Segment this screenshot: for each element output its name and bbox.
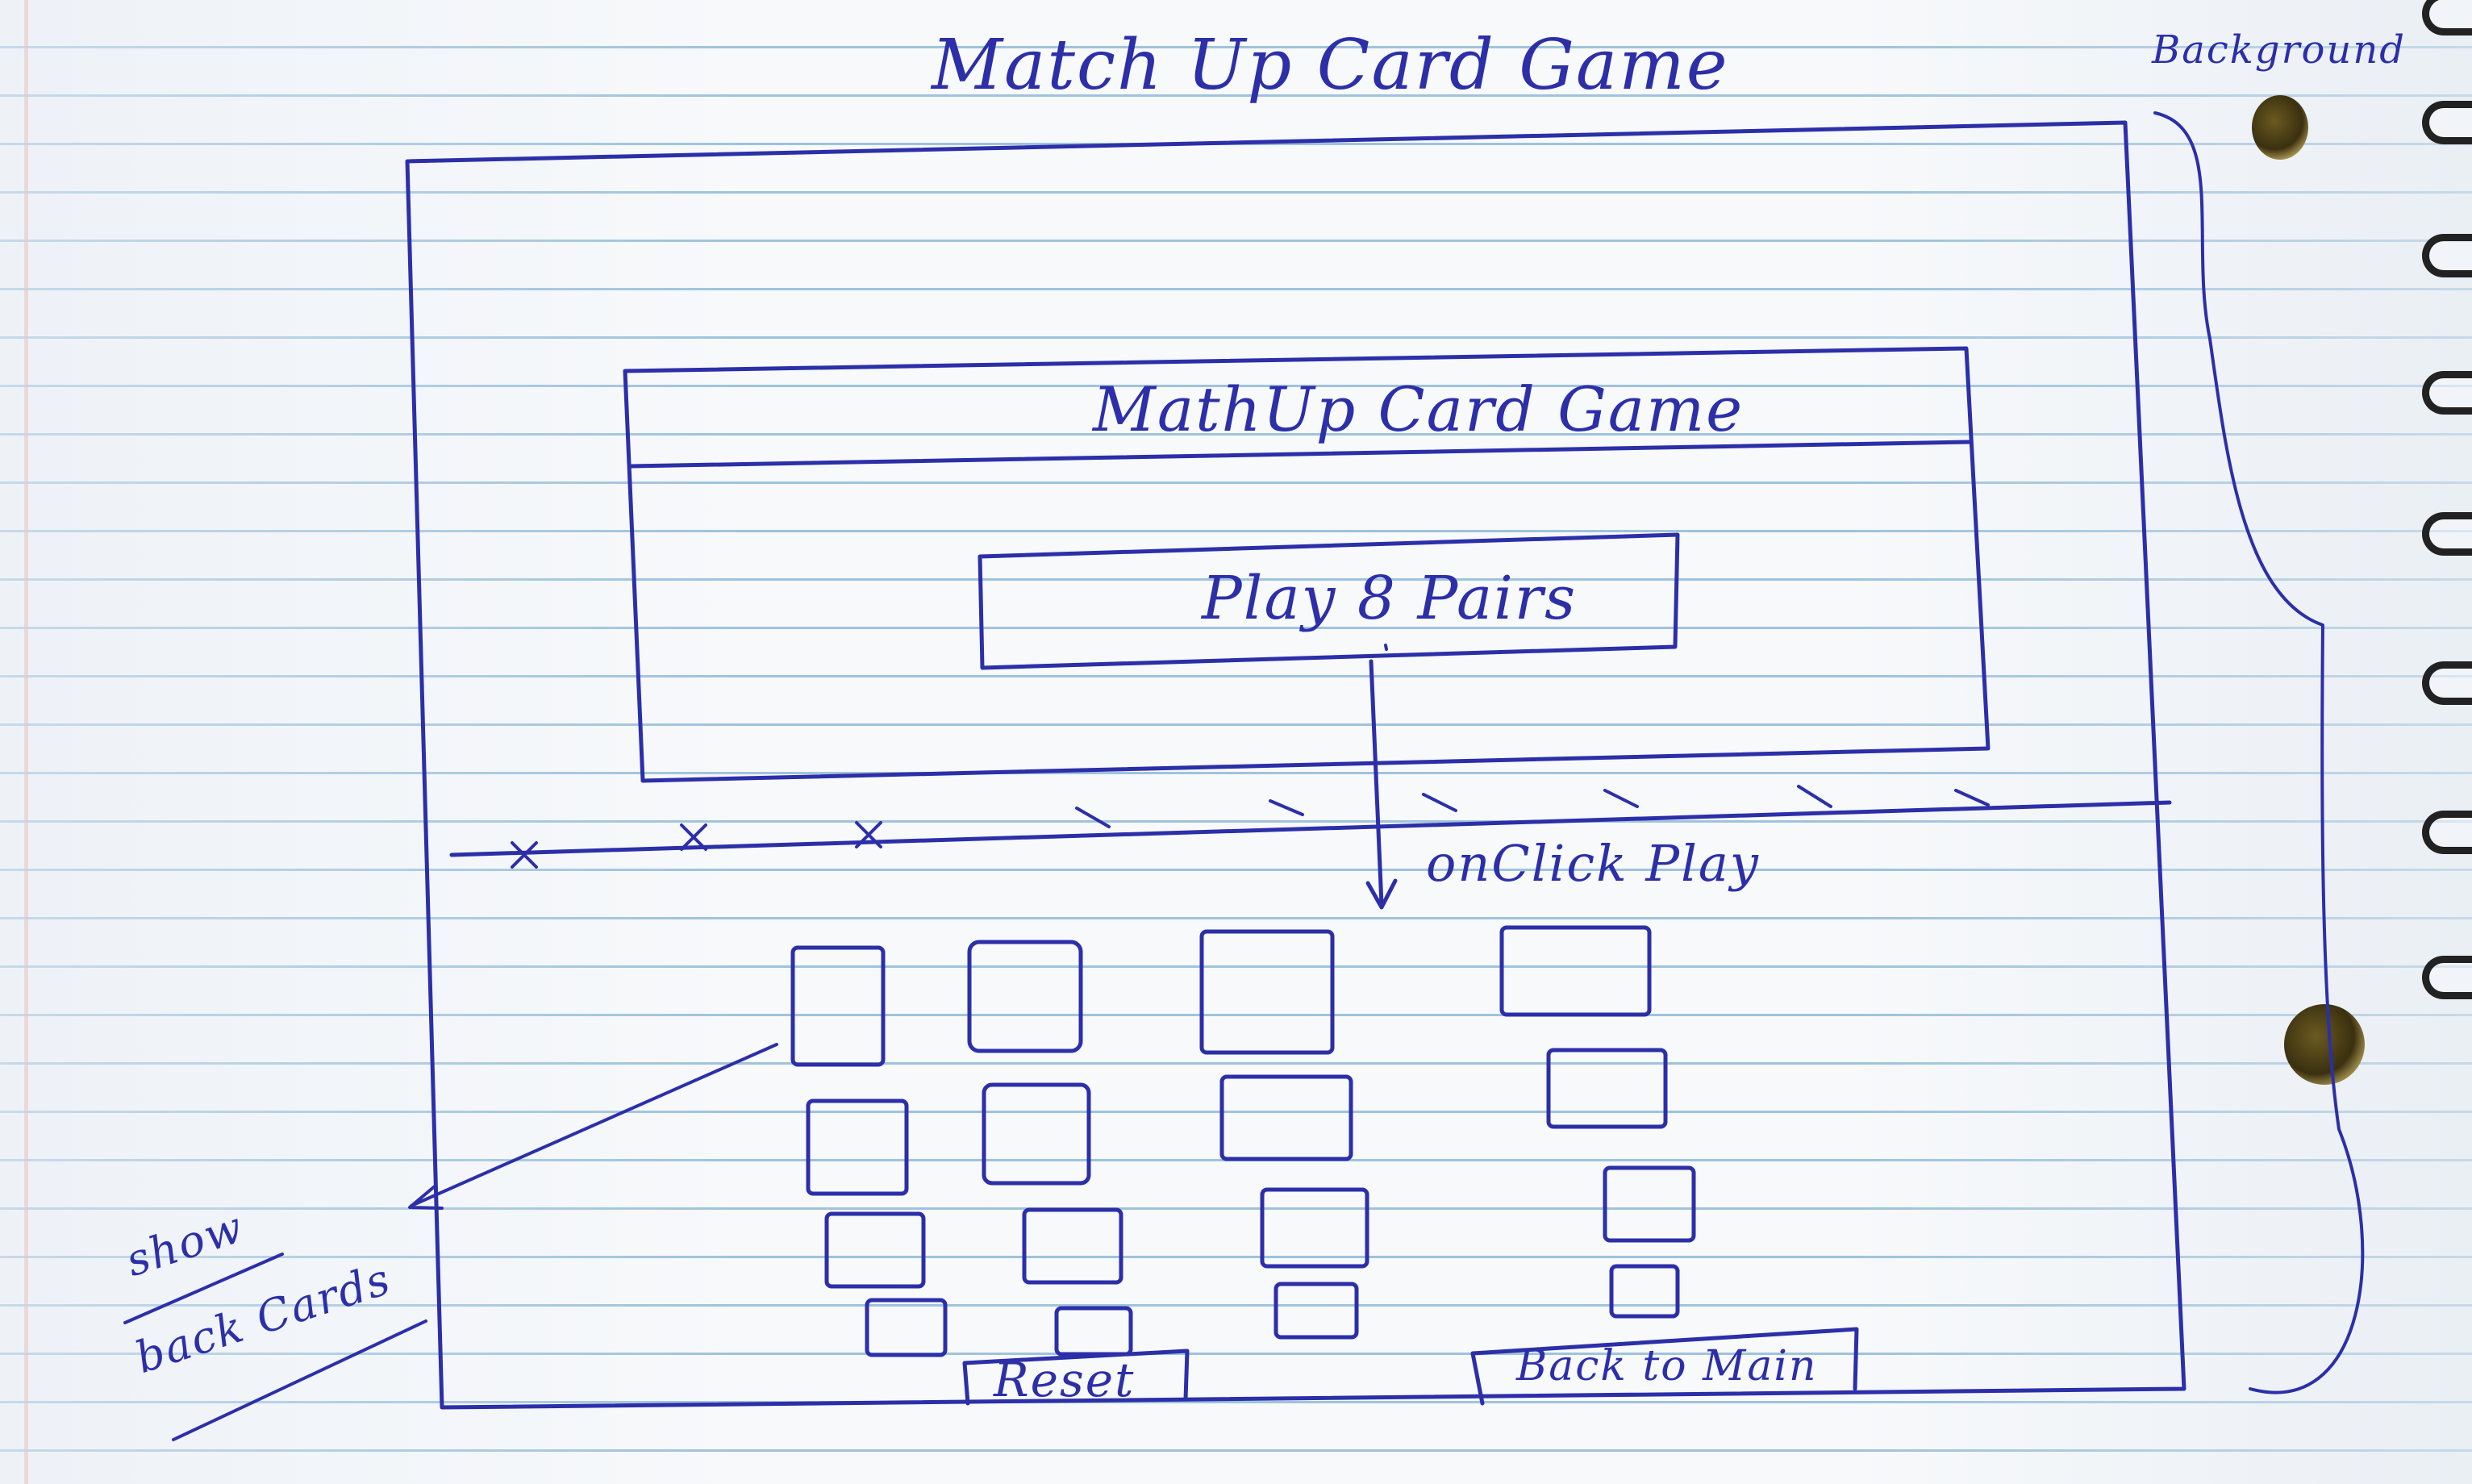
card (1603, 1165, 1696, 1243)
binder-hole-top (2252, 95, 2308, 160)
spiral-coil (2422, 0, 2472, 35)
section-divider-line (449, 800, 2172, 857)
back-to-main-button[interactable]: Back to Main (1516, 1342, 1818, 1390)
show-back-cards-arrow (408, 1043, 778, 1210)
divider-x-marks (511, 785, 1990, 869)
background-brace (2153, 111, 2365, 1394)
spiral-coil (2422, 956, 2472, 999)
card (1022, 1207, 1123, 1285)
card (824, 1211, 926, 1289)
card (806, 1098, 909, 1196)
card (1054, 1306, 1133, 1357)
back-to-main-button-outline (1470, 1327, 1859, 1406)
annotation-underline (172, 1319, 427, 1441)
background-frame (405, 120, 2186, 1410)
spiral-coil (2422, 811, 2472, 854)
play-8-pairs-button[interactable]: Play 8 Pairs (1202, 564, 1578, 633)
menu-panel-title: MathUp Card Game (1093, 373, 1745, 445)
menu-panel-frame (623, 346, 1991, 783)
play-button-outline (978, 532, 1680, 670)
card (1609, 1264, 1680, 1319)
card (982, 1082, 1091, 1186)
card (790, 945, 886, 1067)
card (1199, 929, 1335, 1055)
background-label: Background (2152, 27, 2406, 73)
card (1274, 1282, 1359, 1340)
spiral-coil (2422, 371, 2472, 415)
reset-button[interactable]: Reset (994, 1353, 1136, 1407)
menu-panel-title-divider (628, 440, 1972, 469)
reset-button-outline (962, 1349, 1190, 1406)
card (967, 940, 1083, 1053)
binder-hole-bottom (2284, 1004, 2365, 1085)
card (1219, 1074, 1353, 1161)
spiral-coil (2422, 234, 2472, 277)
notebook-margin-line (24, 0, 28, 1484)
annotation-underline (123, 1253, 284, 1324)
spiral-coil (2422, 101, 2472, 144)
card-grid (790, 925, 1696, 1357)
onclick-arrow (1365, 659, 1398, 910)
card (1260, 1187, 1369, 1269)
onclick-play-label: onClick Play (1426, 834, 1760, 893)
page-title: Match Up Card Game (932, 25, 1729, 106)
card (1499, 925, 1652, 1017)
card (1546, 1048, 1668, 1129)
card (865, 1298, 948, 1357)
spiral-coil (2422, 661, 2472, 705)
spiral-coil (2422, 512, 2472, 556)
